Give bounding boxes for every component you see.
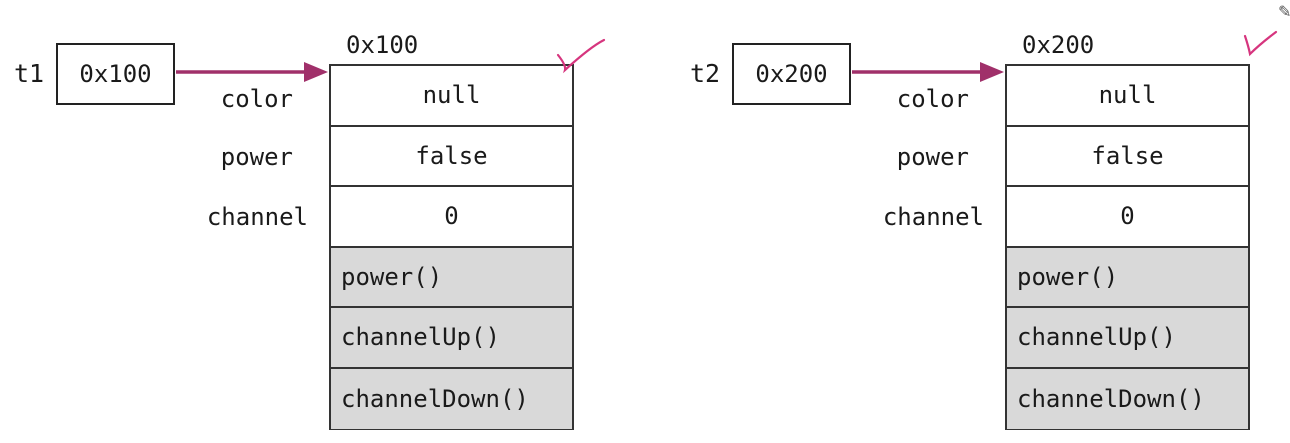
object-box: null false 0 power() channelUp() channel… (329, 64, 574, 430)
checkmark-icon (1243, 30, 1278, 57)
field-value-color: null (1007, 66, 1248, 127)
variable-name: t1 (14, 59, 45, 88)
pencil-icon[interactable]: ✎ (1278, 2, 1290, 21)
method-power: power() (331, 247, 572, 308)
reference-value: 0x100 (79, 60, 152, 88)
reference-box: 0x100 (56, 43, 175, 105)
reference-arrow-t2 (852, 62, 1004, 82)
field-value-power: false (1007, 126, 1248, 187)
method-power: power() (1007, 247, 1248, 308)
reference-box: 0x200 (732, 43, 851, 105)
field-value-channel: 0 (331, 187, 572, 248)
field-label-color: color (896, 85, 969, 113)
field-label-channel: channel (206, 203, 308, 231)
object-box: null false 0 power() channelUp() channel… (1005, 64, 1250, 430)
field-value-color: null (331, 66, 572, 127)
field-label-color: color (220, 85, 293, 113)
memory-diagram-t2: t2 0x200 0x200 color power channel null … (676, 0, 1290, 443)
method-channelup: channelUp() (1007, 308, 1248, 369)
field-label-channel: channel (882, 203, 984, 231)
field-value-channel: 0 (1007, 187, 1248, 248)
field-value-power: false (331, 126, 572, 187)
memory-diagram-t1: t1 0x100 0x100 color power channel null … (0, 0, 640, 443)
method-channeldown: channelDown() (1007, 368, 1248, 429)
method-channelup: channelUp() (331, 308, 572, 369)
reference-value: 0x200 (755, 60, 828, 88)
field-label-power: power (896, 143, 969, 171)
object-address: 0x200 (1022, 31, 1095, 59)
checkmark-icon (556, 38, 606, 74)
variable-name: t2 (690, 59, 721, 88)
method-channeldown: channelDown() (331, 368, 572, 429)
reference-arrow-t1 (176, 62, 328, 82)
field-label-power: power (220, 143, 293, 171)
object-address: 0x100 (346, 31, 419, 59)
